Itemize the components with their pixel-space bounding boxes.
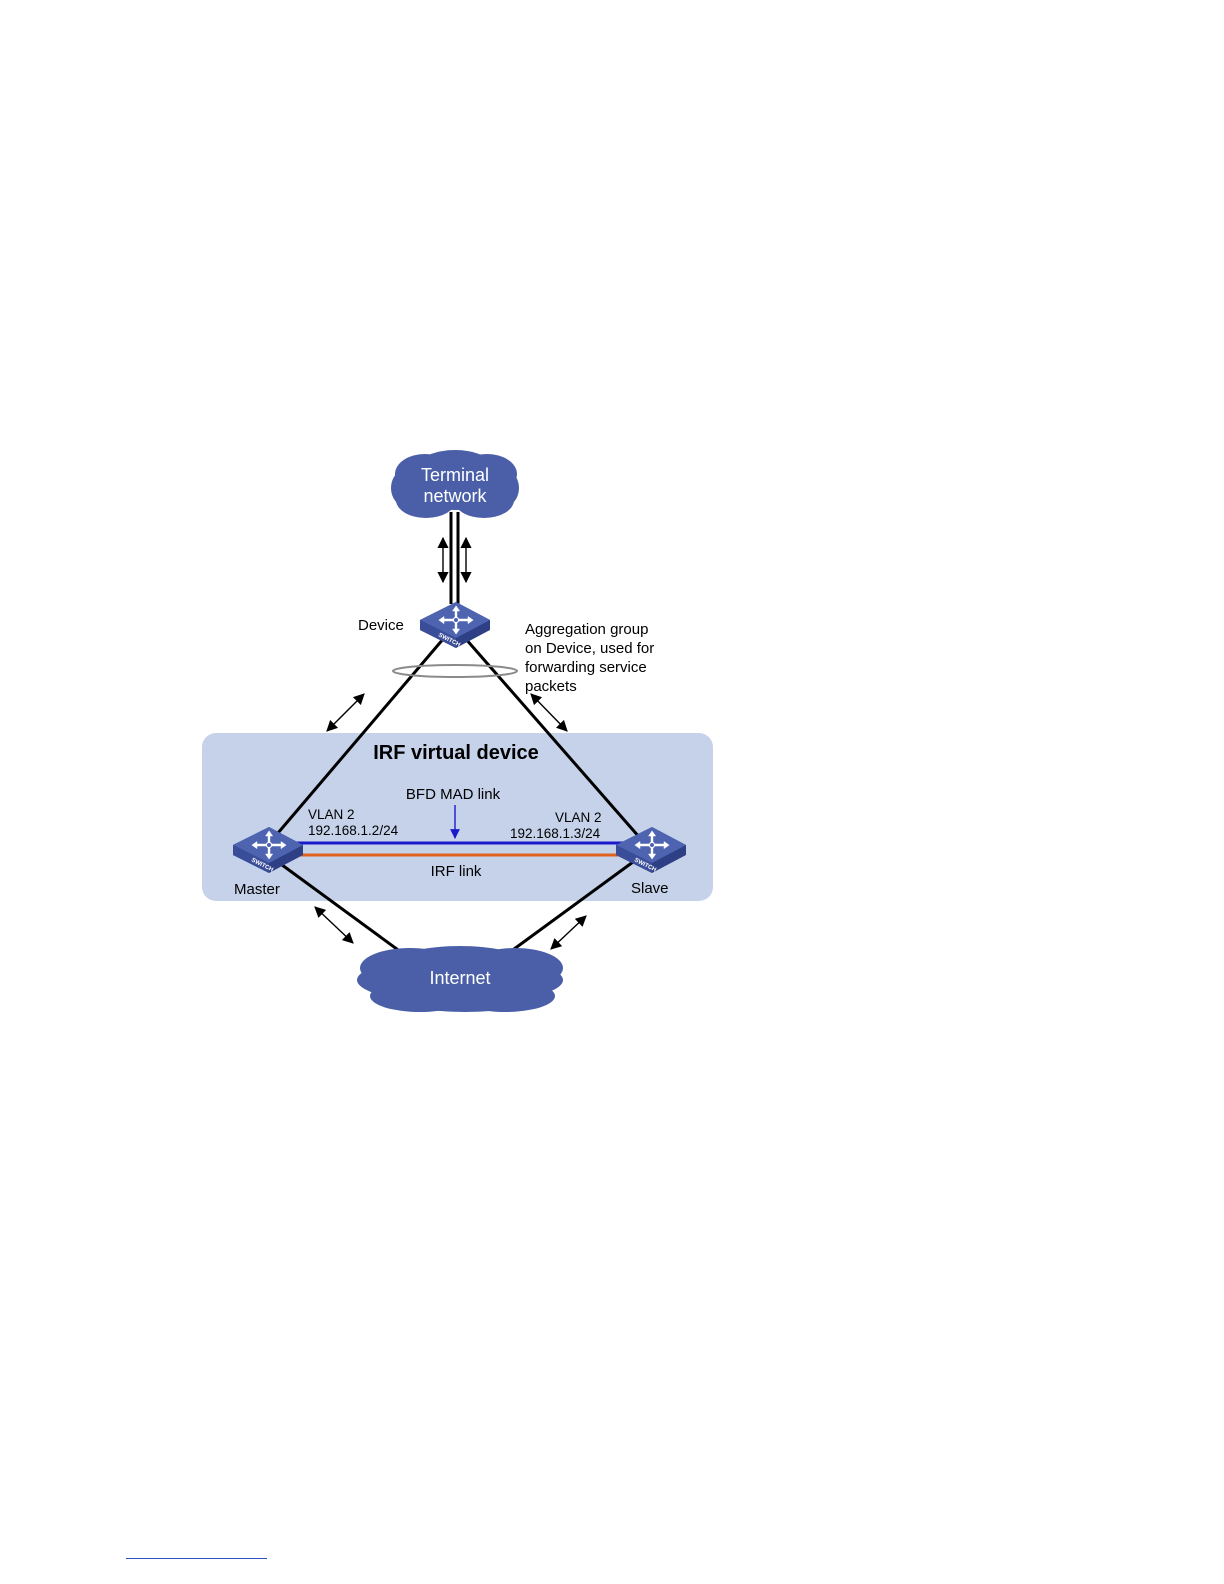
internet-cloud-label: Internet <box>429 968 490 988</box>
traffic-arrow-icon <box>551 916 586 949</box>
aggregation-note-line4: packets <box>525 678 577 695</box>
irf-title: IRF virtual device <box>373 742 539 764</box>
aggregation-group-ellipse <box>393 665 517 677</box>
aggregation-note-line3: forwarding service <box>525 659 647 676</box>
footnote-rule <box>126 1558 267 1559</box>
slave-ip-label: 192.168.1.3/24 <box>510 826 601 841</box>
slave-label: Slave <box>631 880 669 897</box>
slave-vlan-label: VLAN 2 <box>555 810 602 825</box>
master-label: Master <box>234 881 280 898</box>
terminal-cloud-line1: Terminal <box>421 465 489 485</box>
traffic-arrow-icon <box>531 694 567 731</box>
master-ip-label: 192.168.1.2/24 <box>308 823 399 838</box>
device-label: Device <box>358 617 404 634</box>
traffic-arrow-icon <box>327 694 364 731</box>
irf-link-label: IRF link <box>431 863 482 880</box>
bfd-mad-link-label: BFD MAD link <box>406 786 501 803</box>
aggregation-note-line1: Aggregation group <box>525 621 648 638</box>
master-vlan-label: VLAN 2 <box>308 807 355 822</box>
aggregation-note-line2: on Device, used for <box>525 640 654 657</box>
device-switch-icon <box>420 602 490 649</box>
terminal-cloud-line2: network <box>423 486 487 506</box>
